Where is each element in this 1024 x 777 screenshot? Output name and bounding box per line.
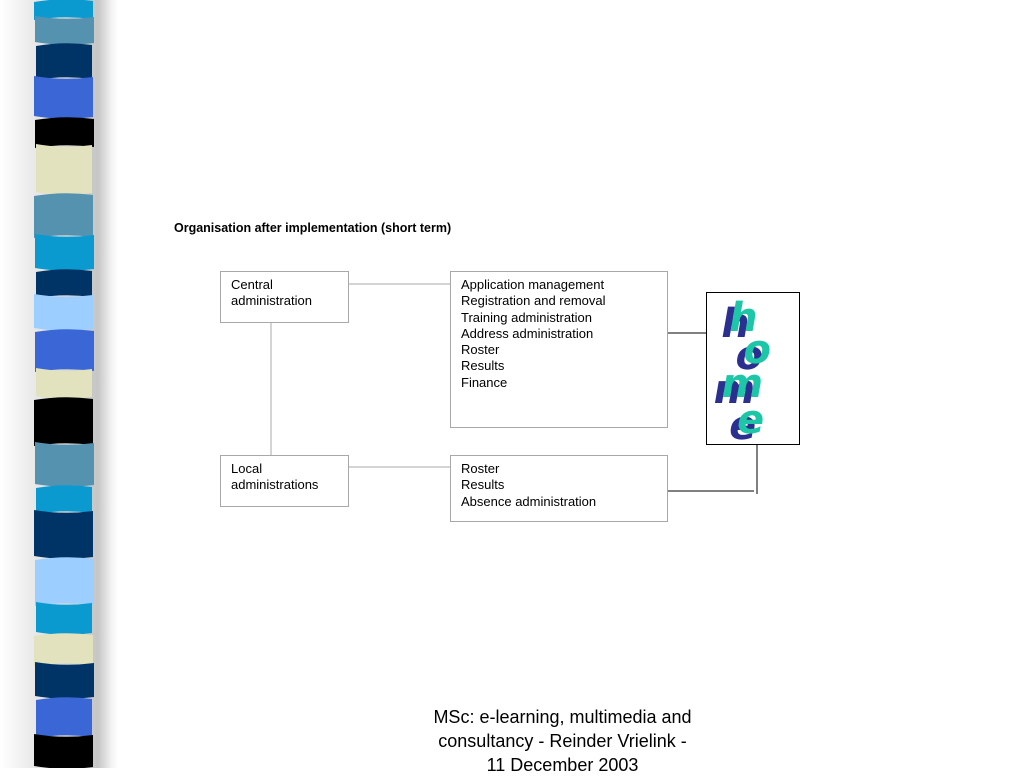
strip-band [35,442,94,487]
local-task-item: Roster [461,461,500,476]
strip-band [34,734,93,768]
strip-band [34,510,93,559]
strip-band [34,76,93,119]
local-line-2: administrations [231,477,319,493]
central-task-item: Results [461,358,505,374]
footer-caption: MSc: e-learning, multimedia and consulta… [400,705,725,777]
strip-band [36,144,92,195]
central-task-item: Application management [461,277,605,292]
strip-band [36,485,92,514]
strip-band [36,697,92,738]
strip-band [34,397,93,446]
local-tasks-box: Roster Results Absence administration [450,455,668,522]
footer-line-3: 11 December 2003 [486,755,639,775]
footer-line-2: consultancy - Reinder Vrielink - [438,731,687,751]
strip-band [34,0,93,20]
central-task-item: Address administration [461,325,594,341]
strip-band [34,294,93,331]
home-button[interactable]: h h o o m m e e [706,292,800,449]
strip-band [35,557,94,606]
footer-line-1: MSc: e-learning, multimedia and [433,707,692,727]
strip-band [35,16,94,45]
strip-band [36,269,92,298]
local-task-item: Absence administration [461,493,597,509]
central-task-item: Registration and removal [461,293,606,309]
strip-band [36,368,92,399]
local-administrations-box: Local administrations [220,455,349,507]
strip-band [36,602,92,635]
strip-band [35,662,94,699]
decorative-strip [34,0,94,768]
strip-band [34,633,93,666]
strip-band [35,117,94,148]
central-line-1: Central [231,277,273,292]
home-letter-m: m [718,360,768,407]
local-line-1: Local [231,461,263,476]
local-task-item: Results [461,477,505,493]
strip-band [35,329,94,372]
central-task-item: Training administration [461,309,593,325]
central-task-item: Finance [461,374,508,390]
strip-band [35,234,94,271]
central-task-item: Roster [461,342,500,358]
central-administration-box: Central administration [220,271,349,323]
strip-band [34,193,93,238]
home-wordart-icon: h h o o m m e e [710,294,776,449]
central-tasks-box: Application management Registration and … [450,271,668,428]
strip-band [36,43,92,80]
diagram-title: Organisation after implementation (short… [174,221,452,235]
central-line-2: administration [231,293,312,309]
home-letter-m-shadow: m [710,366,760,413]
